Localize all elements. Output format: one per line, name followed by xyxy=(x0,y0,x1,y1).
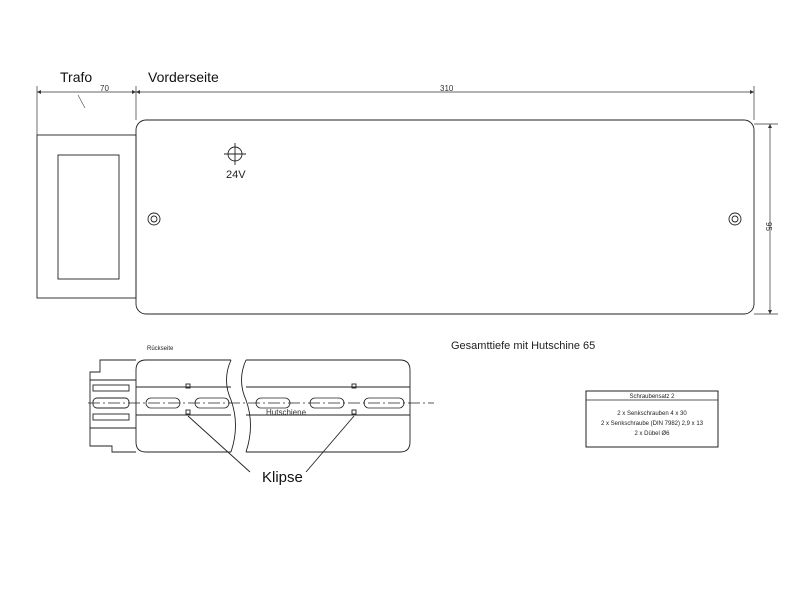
trafo-label: Trafo xyxy=(60,69,92,85)
screw-table-title: Schraubensatz 2 xyxy=(629,394,675,400)
height-dimension xyxy=(754,123,778,315)
connector-symbol-icon xyxy=(224,143,246,165)
mounting-hole-right-icon xyxy=(728,212,742,226)
housing-back xyxy=(89,359,411,453)
dim-height: 95 xyxy=(764,222,773,231)
screw-table: Schraubensatz 2 2 x Senkschrauben 4 x 30… xyxy=(585,390,719,448)
screw-table-row: 2 x Senkschraube (DIN 7982) 2,9 x 13 xyxy=(601,421,704,427)
dim-trafo-width: 70 xyxy=(100,84,109,93)
screw-table-row: 2 x Senkschrauben 4 x 30 xyxy=(617,411,687,417)
top-dimension xyxy=(36,86,755,135)
klipse-label: Klipse xyxy=(262,469,303,486)
trafo-box xyxy=(36,134,137,299)
rueckseite-label: Rückseite xyxy=(147,346,174,352)
housing-front xyxy=(135,119,755,315)
hutschiene-label: Hutschiene xyxy=(266,408,307,417)
mounting-hole-left-icon xyxy=(147,212,161,226)
klipse-leaders xyxy=(187,415,355,473)
depth-note: Gesamttiefe mit Hutschine 65 xyxy=(451,340,595,352)
dim-total-width: 310 xyxy=(440,84,454,93)
screw-table-row: 2 x Dübel Ø6 xyxy=(634,431,670,437)
vorderseite-label: Vorderseite xyxy=(148,69,219,85)
voltage-label: 24V xyxy=(226,169,246,181)
